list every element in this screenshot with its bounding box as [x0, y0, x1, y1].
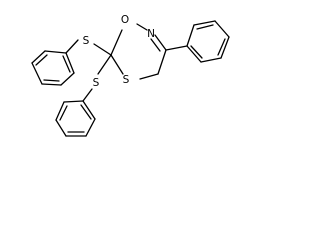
ph1-bond — [60, 72, 75, 86]
phenyl-ring-lower — [55, 88, 96, 137]
ph1-bond — [44, 50, 67, 54]
ph3-bond — [193, 20, 216, 26]
ph3-double — [196, 24, 214, 30]
bond-o-n — [136, 23, 148, 31]
ph3-bond — [200, 57, 222, 63]
bond-n-c3 — [154, 34, 167, 51]
ph1-bond — [65, 52, 75, 74]
molecule-structure: O N S S S — [31, 14, 230, 137]
ph3-double — [190, 45, 203, 59]
phenyl-ring-right — [165, 20, 230, 63]
ph1-bond — [31, 50, 46, 64]
ph2-bond — [55, 101, 65, 121]
ph3-bond — [214, 20, 230, 38]
atom-label-sulfur-upper: S — [83, 35, 90, 47]
ph2-bond — [85, 118, 96, 137]
bond-c6-s-lower — [97, 54, 112, 75]
atom-label-ring-sulfur: S — [123, 74, 130, 86]
bond-s-ph2 — [82, 88, 93, 102]
ph2-bond — [63, 100, 84, 103]
ph1-bond — [41, 83, 62, 86]
bond-n-c3-double — [150, 38, 161, 52]
ph1-double — [43, 79, 60, 82]
ph3-double — [217, 38, 226, 56]
bond-c6-o — [110, 29, 123, 56]
ph1-double — [62, 55, 71, 73]
bond-s-c6 — [110, 54, 124, 75]
ph3-bond — [186, 45, 202, 63]
oxathiazine-ring — [110, 23, 167, 80]
ph2-double — [59, 105, 68, 121]
bond-c3-c4 — [157, 49, 167, 75]
ph3-bond — [220, 36, 230, 59]
bond-c4-s — [139, 73, 159, 80]
phenyl-ring-upper-left — [31, 39, 79, 86]
bond-c6-s-upper — [93, 43, 112, 56]
ph2-bond — [55, 119, 67, 137]
atom-label-nitrogen: N — [147, 28, 155, 40]
ph2-bond — [82, 100, 96, 120]
atom-label-oxygen: O — [121, 14, 129, 26]
atom-label-sulfur-lower: S — [93, 77, 100, 89]
ph1-bond — [31, 62, 43, 85]
bond-c3-ph3 — [165, 45, 188, 51]
ph1-double — [35, 54, 48, 66]
ph3-bond — [186, 24, 195, 47]
ph2-double — [80, 104, 92, 120]
bond-s-ph1 — [65, 39, 79, 54]
